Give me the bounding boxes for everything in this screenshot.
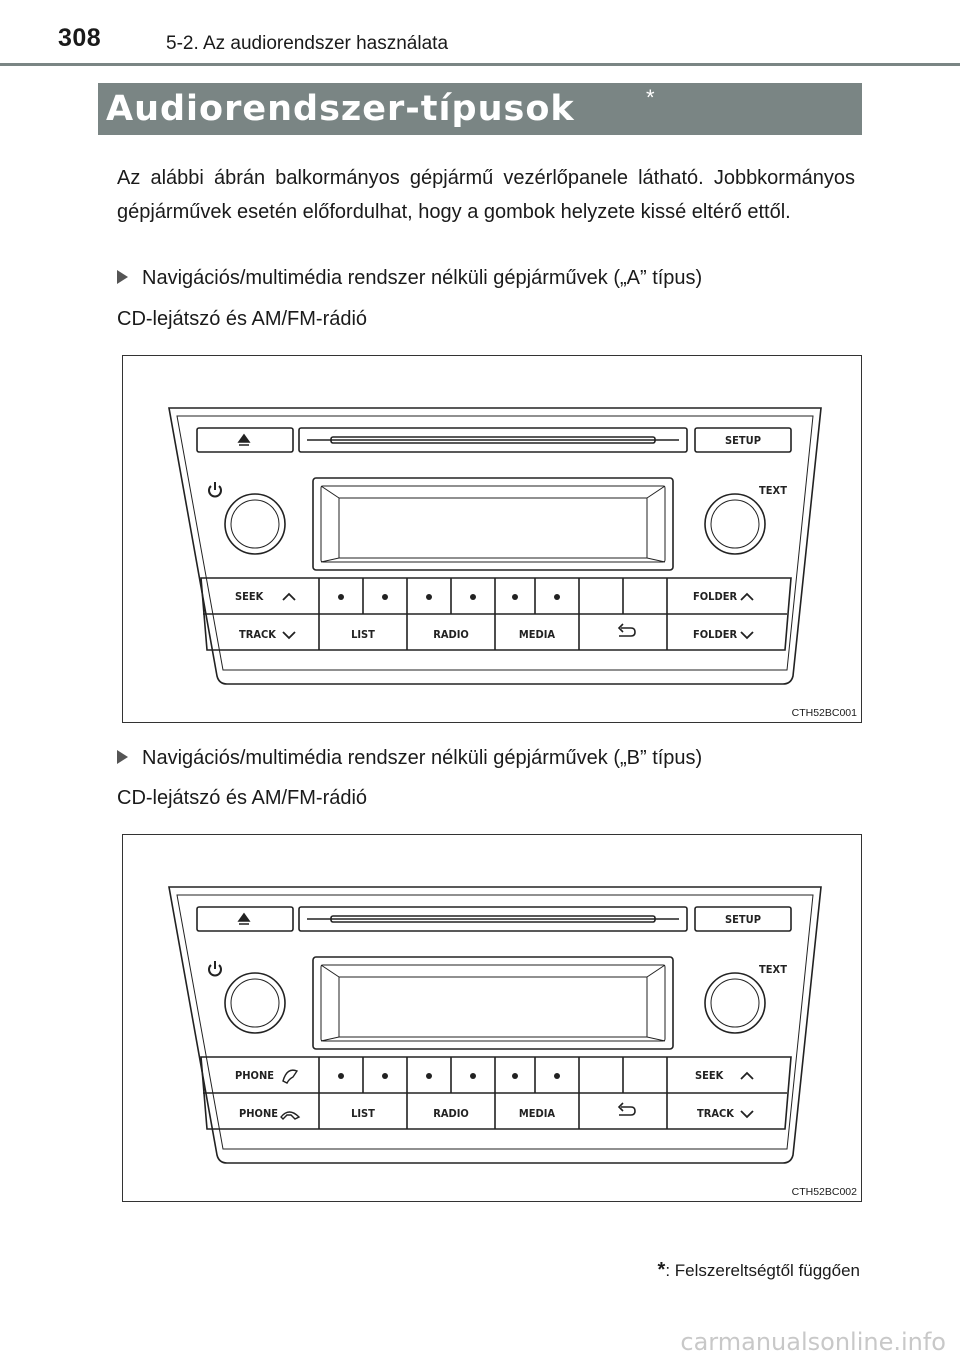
label-top-left: SEEK	[235, 590, 264, 603]
section-title-mark: *	[646, 85, 655, 110]
label-text: TEXT	[759, 484, 787, 497]
triangle-bullet-icon	[117, 750, 128, 764]
label-list: LIST	[351, 628, 375, 641]
figure-b-code: CTH52BC002	[791, 1186, 857, 1198]
label-top-right: FOLDER	[693, 590, 737, 603]
footnote-mark: *	[657, 1259, 666, 1281]
label-media: MEDIA	[519, 628, 556, 641]
label-setup: SETUP	[725, 434, 761, 447]
header-rule	[0, 63, 960, 66]
variant-b-subtitle: CD-lejátszó és AM/FM-rádió	[117, 787, 368, 809]
audio-panel-b: SETUP TEXT PHONE SEEK PHONE LIST RADIO M…	[168, 886, 822, 1164]
footnote: *: Felszereltségtől függően	[658, 1259, 860, 1282]
figure-variant-b: SETUP TEXT PHONE SEEK PHONE LIST RADIO M…	[122, 834, 862, 1202]
label-list: LIST	[351, 1107, 375, 1120]
label-bottom-right: TRACK	[697, 1107, 734, 1120]
label-top-right: SEEK	[695, 1069, 724, 1082]
variant-a-bullet: Navigációs/multimédia rendszer nélküli g…	[117, 265, 702, 291]
label-bottom-left: PHONE	[239, 1107, 278, 1120]
label-bottom-right: FOLDER	[693, 628, 737, 641]
figure-variant-a: SETUP TEXT SEEK FOLDER TRACK LIST RADIO …	[122, 355, 862, 723]
watermark: carmanualsonline.info	[680, 1328, 946, 1356]
label-text: TEXT	[759, 963, 787, 976]
label-bottom-left: TRACK	[239, 628, 276, 641]
label-radio: RADIO	[433, 1107, 469, 1120]
footnote-text: : Felszereltségtől függően	[665, 1261, 860, 1280]
label-radio: RADIO	[433, 628, 469, 641]
page-header: 308 5-2. Az audiorendszer használata	[0, 0, 960, 70]
chapter-title: 5-2. Az audiorendszer használata	[166, 33, 449, 54]
audio-panel-a: SETUP TEXT SEEK FOLDER TRACK LIST RADIO …	[168, 407, 822, 685]
intro-paragraph: Az alábbi ábrán balkormányos gépjármű ve…	[117, 167, 855, 223]
variant-b-bullet-text: Navigációs/multimédia rendszer nélküli g…	[142, 747, 703, 769]
variant-a-bullet-text: Navigációs/multimédia rendszer nélküli g…	[142, 267, 703, 289]
label-setup: SETUP	[725, 913, 761, 926]
label-top-left: PHONE	[235, 1069, 274, 1082]
variant-b-bullet: Navigációs/multimédia rendszer nélküli g…	[117, 745, 702, 771]
section-title: Audiorendszer-típusok	[106, 89, 575, 129]
variant-a-subtitle: CD-lejátszó és AM/FM-rádió	[117, 308, 368, 330]
figure-a-code: CTH52BC001	[791, 707, 857, 719]
label-media: MEDIA	[519, 1107, 556, 1120]
section-title-bar: Audiorendszer-típusok *	[98, 83, 862, 135]
page-number: 308	[58, 24, 102, 52]
triangle-bullet-icon	[117, 270, 128, 284]
